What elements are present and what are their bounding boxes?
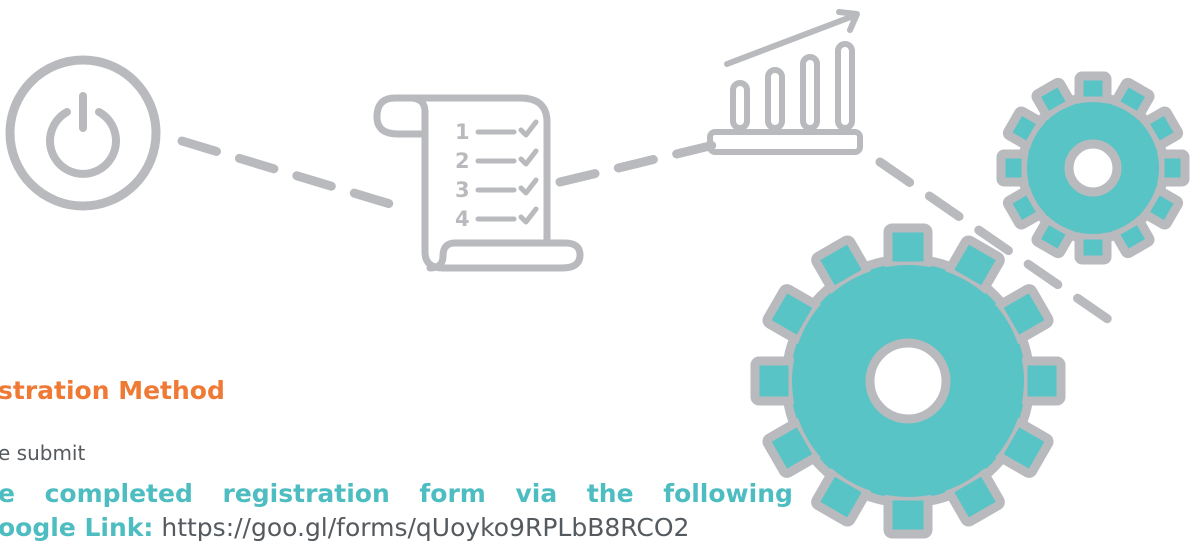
section-title: stration Method — [0, 376, 225, 405]
instruction-word: the — [586, 479, 634, 508]
instruction-word: via — [515, 479, 558, 508]
link-label: oogle Link: — [0, 513, 154, 542]
growth-chart-icon — [707, 9, 863, 155]
instruction-text: e completed registration form via the fo… — [0, 479, 793, 508]
svg-text:2: 2 — [455, 149, 470, 173]
instruction-word: form — [419, 479, 486, 508]
svg-text:4: 4 — [455, 207, 470, 231]
registration-link[interactable]: https://goo.gl/forms/qUoyko9RPLbB8RCO2 — [161, 513, 690, 542]
instruction-word: following — [663, 479, 793, 508]
instruction-word: e — [0, 479, 15, 508]
svg-text:1: 1 — [455, 120, 470, 144]
instruction-word: completed — [44, 479, 193, 508]
intro-text: e submit — [0, 441, 86, 465]
checklist-scroll-icon — [373, 94, 584, 272]
large-gear-icon — [750, 223, 1066, 539]
checklist-numbers: 1 2 3 4 — [455, 120, 470, 231]
link-line: oogle Link: https://goo.gl/forms/qUoyko9… — [0, 513, 689, 542]
dashed-connector — [177, 136, 1117, 327]
instruction-word: registration — [222, 479, 390, 508]
power-icon — [5, 55, 161, 211]
svg-text:3: 3 — [455, 178, 470, 202]
small-gear-icon — [996, 71, 1190, 265]
